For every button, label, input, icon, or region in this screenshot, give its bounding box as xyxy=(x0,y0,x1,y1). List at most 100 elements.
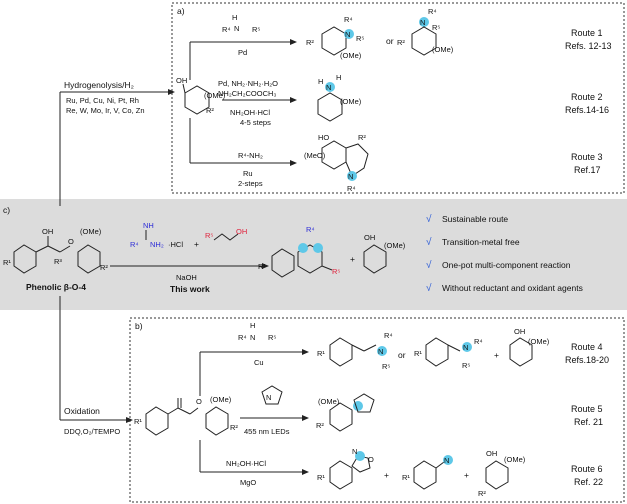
check-icon: √ xyxy=(426,236,432,248)
r4p2-r5: R⁵ xyxy=(462,361,471,370)
route-3-reagent: R⁴-NH₂ xyxy=(238,151,263,160)
route-3-steps: 2-steps xyxy=(238,179,263,188)
p2-n: N xyxy=(420,18,425,27)
amidine-nh: NH xyxy=(143,221,154,230)
r2p-h1: H xyxy=(318,77,323,86)
route-1-label: Route 1 xyxy=(571,28,603,38)
phenol-byproduct: OH (OMe) xyxy=(363,233,406,274)
r6p3-r2: R² xyxy=(478,489,486,498)
route-4-plus: + xyxy=(494,350,499,360)
route-5-product: (OMe) R² xyxy=(316,393,375,432)
check-icon: √ xyxy=(426,282,432,294)
route-6-refs: Ref. 22 xyxy=(574,477,603,487)
route-1-refs: Refs. 12-13 xyxy=(565,41,612,51)
r2p-h2: H xyxy=(336,73,341,82)
r2p-n: N xyxy=(326,83,331,92)
sub-o: O xyxy=(68,237,74,246)
amidine-r4: R⁴ xyxy=(130,240,139,249)
highlight-4: Without reductant and oxidant agents xyxy=(442,283,583,293)
route-3-refs: Ref.17 xyxy=(574,165,601,175)
hydrogenolysis-label: Hydrogenolysis/H₂ xyxy=(64,80,134,90)
phenolic-b-o-4-substrate: OH O (OMe) R¹ R³ R² Phenolic β-O-4 xyxy=(3,227,108,292)
r4p1-n: N xyxy=(378,347,383,356)
p1-r5: R⁵ xyxy=(356,34,365,43)
phenol-oh: OH xyxy=(364,233,375,242)
r3p-meo: (MeO) xyxy=(304,151,326,160)
sub-ome: (OMe) xyxy=(80,227,102,236)
r4p1-r5: R⁵ xyxy=(382,362,391,371)
b-sub-ome: (OMe) xyxy=(210,395,232,404)
r5p-ome: (OMe) xyxy=(318,397,340,406)
route-6-label: Route 6 xyxy=(571,464,603,474)
route-6-product-3: OH (OMe) R² xyxy=(478,449,526,498)
r6p3-oh: OH xyxy=(486,449,497,458)
route-4-label: Route 4 xyxy=(571,342,603,352)
imidazole-n: N xyxy=(266,393,271,402)
route-3-product: N R⁴ HO R² (MeO) xyxy=(304,133,369,193)
b-sub-r1: R¹ xyxy=(134,417,142,426)
r4p2-r1: R¹ xyxy=(414,349,422,358)
panel-c-label: c) xyxy=(3,205,10,215)
route-2-cond-4: 4-5 steps xyxy=(240,118,271,127)
r6p2-n: N xyxy=(444,456,449,465)
substrate-name: Phenolic β-O-4 xyxy=(26,282,86,292)
p1-r4: R⁴ xyxy=(344,15,353,24)
p2-r5: R⁵ xyxy=(432,23,441,32)
route-1-catalyst: Pd xyxy=(238,48,247,57)
oxidation-conditions: DDQ,O₂/TEMPO xyxy=(64,427,120,436)
route-6-plus-2: + xyxy=(464,470,469,480)
r4-n: N xyxy=(250,333,255,342)
r6p1-r1: R¹ xyxy=(317,473,325,482)
substrate-ome: (OMe) xyxy=(204,91,226,100)
r6p1-n: N xyxy=(352,447,357,456)
p2-r4: R⁴ xyxy=(428,7,437,16)
sub-r3: R³ xyxy=(54,257,62,266)
r4-r4: R⁴ xyxy=(238,333,247,342)
substrate-r2: R² xyxy=(206,106,214,115)
r4-r5: R⁵ xyxy=(268,333,277,342)
reagent-r4: R⁴ xyxy=(222,25,231,34)
route-6-plus-1: + xyxy=(384,470,389,480)
route-4-or: or xyxy=(398,350,406,360)
route-6-product-2: R¹ N xyxy=(402,455,453,490)
route-2-cond-3: NH₂OH·HCl xyxy=(230,108,270,117)
catalysts-line-2: Re, W, Mo, Ir, V, Co, Zn xyxy=(66,106,145,115)
panel-a-substrate: OH (OMe) R² xyxy=(176,76,226,115)
r2p-ome: (OMe) xyxy=(340,97,362,106)
r3p-r2: R² xyxy=(358,133,366,142)
alcohol-reagent: R⁵ OH xyxy=(205,227,247,241)
route-1-or: or xyxy=(386,36,394,46)
highlights-list: √ Sustainable route √ Transition-metal f… xyxy=(426,213,583,294)
route-3-label: Route 3 xyxy=(571,152,603,162)
route-2-product: N H H (OMe) xyxy=(317,73,362,122)
r4p1-r4: R⁴ xyxy=(384,331,393,340)
r3p-ho: HO xyxy=(318,133,329,142)
pyr-r1: R¹ xyxy=(258,262,266,271)
r4p2-n: N xyxy=(463,343,468,352)
route-1-reagent: H R⁴ N R⁵ Pd xyxy=(222,13,261,57)
route-4-product-1: R¹ N R⁴ R⁵ xyxy=(317,331,393,371)
sub-r2: R² xyxy=(100,263,108,272)
amidine-reagent: NH R⁴ NH₂ ·HCl xyxy=(130,221,183,249)
route-2-label: Route 2 xyxy=(571,92,603,102)
amidine-nh2: NH₂ xyxy=(150,240,164,249)
route-6-product-1: R¹ N O xyxy=(317,447,374,490)
alcohol-oh: OH xyxy=(236,227,247,236)
highlight-1: Sustainable route xyxy=(442,214,508,224)
r5p-r2: R² xyxy=(316,421,324,430)
r4p2-r4: R⁴ xyxy=(474,337,483,346)
panel-a-box xyxy=(171,2,625,194)
r4p3-ome: (OMe) xyxy=(528,337,550,346)
catalysts-line-1: Ru, Pd, Cu, Ni, Pt, Rh xyxy=(66,96,139,105)
route-3-catalyst: Ru xyxy=(243,169,253,178)
r4p3-oh: OH xyxy=(514,327,525,336)
highlight-2: Transition-metal free xyxy=(442,237,520,247)
p2-r2: R² xyxy=(397,38,405,47)
route-5-refs: Ref. 21 xyxy=(574,417,603,427)
this-work-label: This work xyxy=(170,284,210,294)
r3p-n: N xyxy=(348,172,353,181)
panel-b-substrate: R¹ O (OMe) R² xyxy=(134,395,238,436)
p1-ome: (OMe) xyxy=(340,51,362,60)
route-4-product-2: R¹ N R⁴ R⁵ xyxy=(414,337,483,370)
